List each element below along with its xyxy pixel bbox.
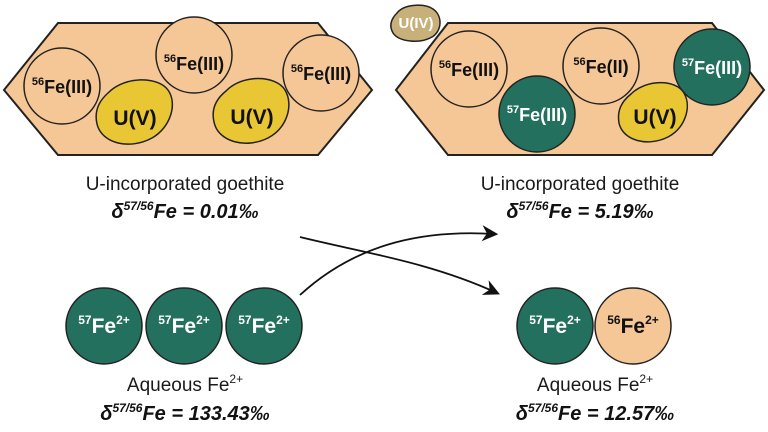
ion-label: Fe(III) [694, 58, 742, 78]
delta-right-aqueous: δ57/56Fe = 12.57‰ [516, 401, 674, 425]
fe56-fe3-atom: 56Fe(III) [155, 16, 233, 94]
fe56-fe2-atom: 56Fe(II) [562, 27, 640, 105]
fe56-fe3-atom: 56Fe(III) [282, 34, 360, 112]
svg-text:56Fe(III): 56Fe(III) [291, 63, 351, 84]
u5-atom: U(V) [212, 77, 290, 144]
ion-label: Fe(II) [586, 57, 629, 77]
ion-label: U(V) [230, 106, 273, 129]
ion-label: Fe(III) [451, 60, 499, 80]
svg-text:57Fe2+: 57Fe2+ [78, 313, 130, 338]
ion-label: U(IV) [399, 15, 434, 32]
isotope-mass: 56 [164, 53, 176, 65]
svg-text:57Fe2+: 57Fe2+ [529, 313, 581, 338]
goethite-caption-left: U-incorporated goethite [86, 174, 285, 195]
svg-text:56Fe(III): 56Fe(III) [439, 59, 499, 80]
fe56-aq-atom: 56Fe2+ [594, 287, 672, 365]
aqueous-caption-left: Aqueous Fe2+ [127, 372, 243, 396]
isotope-mass: 56 [573, 56, 585, 68]
fe57-aq-atom: 57Fe2+ [225, 287, 303, 365]
ion-label: Fe(III) [44, 77, 92, 97]
exchange-arrow-to-aqueous [299, 236, 500, 295]
isotope-mass: 57 [682, 57, 694, 69]
ion-label: U(V) [633, 106, 676, 129]
ion-label: U(V) [113, 107, 156, 130]
isotope-mass: 56 [291, 63, 303, 75]
svg-text:57Fe(III): 57Fe(III) [507, 104, 567, 125]
svg-text:56Fe(III): 56Fe(III) [32, 76, 92, 97]
delta-left-goethite: δ57/56Fe = 0.01‰ [111, 199, 258, 223]
u4-atom: U(IV) [390, 4, 441, 42]
svg-text:57Fe2+: 57Fe2+ [158, 313, 210, 338]
svg-text:56Fe2+: 56Fe2+ [607, 313, 659, 338]
ion-label: Fe(III) [176, 54, 224, 74]
svg-text:57Fe(III): 57Fe(III) [682, 57, 742, 78]
fe56-fe3-atom: 56Fe(III) [23, 47, 101, 125]
u5-atom: U(V) [617, 81, 689, 143]
fe57-fe3-atom: 57Fe(III) [673, 28, 751, 106]
isotope-mass: 56 [439, 59, 451, 71]
ion-label: Fe(III) [519, 105, 567, 125]
exchange-arrow-to-goethite [299, 225, 499, 296]
svg-text:57Fe2+: 57Fe2+ [238, 313, 290, 338]
svg-text:56Fe(III): 56Fe(III) [164, 53, 224, 74]
goethite-caption-right: U-incorporated goethite [481, 174, 680, 195]
fe57-fe3-atom: 57Fe(III) [498, 75, 576, 153]
ion-label: Fe(III) [303, 64, 351, 84]
fe57-aq-atom: 57Fe2+ [145, 287, 223, 365]
svg-text:56Fe(II): 56Fe(II) [573, 56, 628, 77]
isotope-mass: 57 [507, 104, 519, 116]
fe57-aq-atom: 57Fe2+ [516, 287, 594, 365]
aqueous-caption-right: Aqueous Fe2+ [537, 372, 653, 396]
fe56-fe3-atom: 56Fe(III) [430, 30, 508, 108]
isotope-mass: 56 [32, 76, 44, 88]
fe57-aq-atom: 57Fe2+ [65, 287, 143, 365]
u5-atom: U(V) [95, 79, 173, 145]
delta-right-goethite: δ57/56Fe = 5.19‰ [506, 199, 653, 223]
delta-left-aqueous: δ57/56Fe = 133.43‰ [100, 401, 270, 425]
